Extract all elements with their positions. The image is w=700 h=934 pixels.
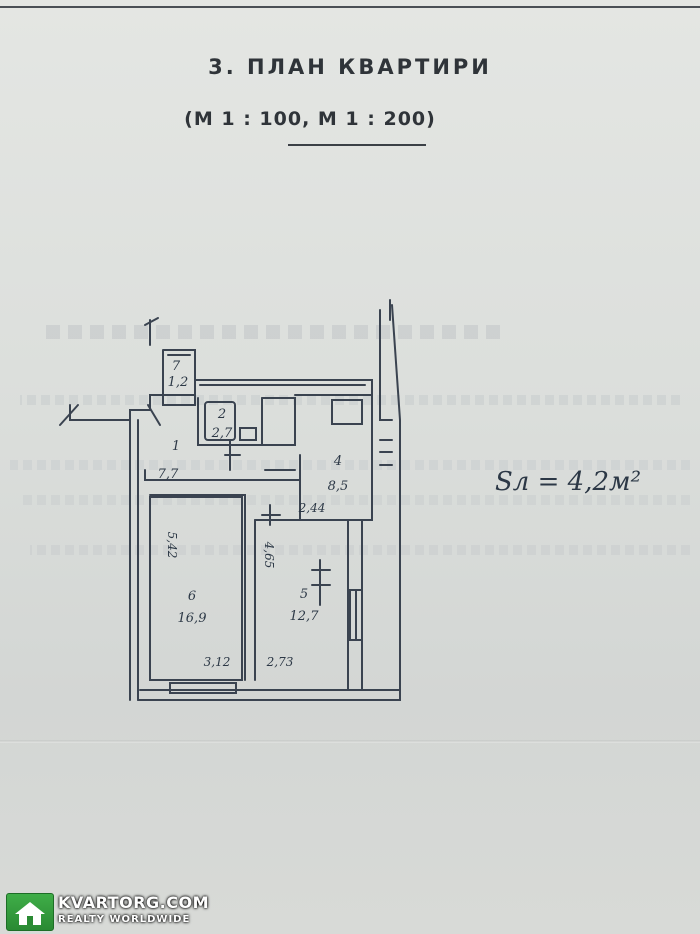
tick <box>224 439 241 471</box>
outer-wall <box>137 304 401 701</box>
wall-room-7 <box>162 349 196 406</box>
watermark: KVARTORG.COM REALTY WORLDWIDE <box>58 893 209 925</box>
balcony-area-note: Sл = 4,2м² <box>495 467 641 497</box>
window-room-5 <box>349 589 363 641</box>
tick <box>144 317 159 346</box>
room-7-number: 7 <box>172 359 181 374</box>
wall-room-6 <box>149 496 243 681</box>
tick <box>147 404 161 426</box>
stove <box>331 399 363 425</box>
room-5-number: 5 <box>300 587 308 602</box>
dimension-room-5-width: 2,73 <box>266 655 294 669</box>
room-1-number: 1 <box>172 439 180 454</box>
scale-caption: (М 1 : 100, М 1 : 200) <box>184 108 436 130</box>
room-2-area: 2,7 <box>211 426 233 441</box>
house-logo-icon <box>6 893 54 931</box>
dimension-room-6-width: 3,12 <box>204 655 231 669</box>
room-4-number: 4 <box>333 454 342 469</box>
wall-room-2 <box>261 397 296 446</box>
room-6-area: 16,9 <box>178 611 207 626</box>
room-5-area: 12,7 <box>290 609 320 624</box>
tick <box>311 559 331 606</box>
watermark-brand: KVARTORG.COM <box>58 893 209 912</box>
window-room-6 <box>169 682 237 694</box>
tick <box>59 404 79 426</box>
kitchen-window <box>379 439 393 466</box>
top-rule <box>0 6 700 8</box>
room-2-number: 2 <box>217 407 226 422</box>
paper-fold <box>0 740 700 743</box>
dimension-room-6-length: 5,42 <box>165 532 179 559</box>
room-6-number: 6 <box>188 589 196 604</box>
scale-underline <box>288 144 426 146</box>
wall <box>149 494 246 681</box>
wall <box>194 379 373 396</box>
dimension-room-5-length: 4,65 <box>262 541 276 569</box>
tick <box>261 504 281 526</box>
wall <box>379 309 393 421</box>
room-4-area: 8,5 <box>328 479 349 494</box>
page-title: 3. ПЛАН КВАРТИРИ <box>208 55 492 79</box>
room-1-area: 7,7 <box>158 467 179 482</box>
wall <box>361 519 401 691</box>
sink <box>239 427 257 441</box>
watermark-slogan: REALTY WORLDWIDE <box>58 914 191 925</box>
bathtub <box>204 401 236 441</box>
dimension-kitchen-width: 2,44 <box>298 501 326 515</box>
outer-wall <box>69 404 131 701</box>
room-7-area: 1,2 <box>168 375 189 390</box>
wall <box>144 469 301 481</box>
